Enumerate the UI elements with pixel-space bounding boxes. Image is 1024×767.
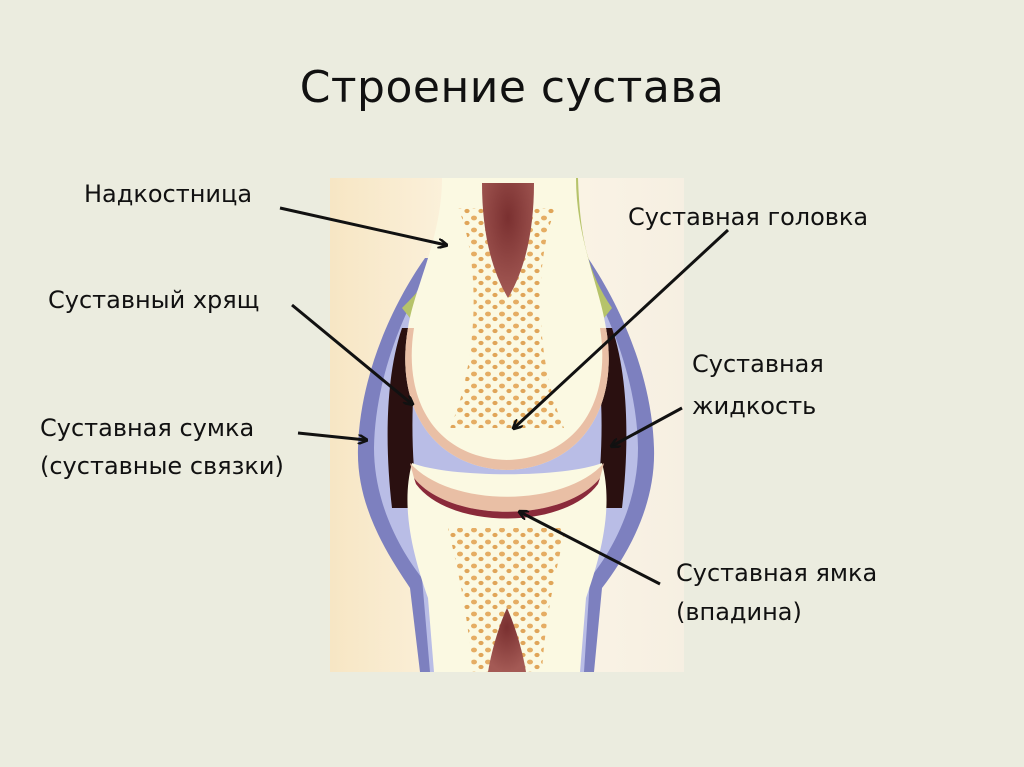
label-joint-capsule-sub: (суставные связки) [40, 452, 284, 480]
label-articular-socket: Суставная ямка [676, 559, 878, 587]
label-joint-capsule: Суставная сумка [40, 414, 255, 442]
joint-diagram [330, 178, 684, 672]
label-articular-head: Суставная головка [628, 203, 869, 231]
label-synovial-fluid: Суставная [692, 350, 824, 378]
label-synovial-fluid-sub: жидкость [692, 392, 817, 420]
label-articular-socket-sub: (впадина) [676, 598, 802, 626]
label-articular-cartilage: Суставный хрящ [48, 286, 260, 314]
slide-title: Строение сустава [299, 62, 725, 113]
label-periosteum: Надкостница [84, 180, 253, 208]
